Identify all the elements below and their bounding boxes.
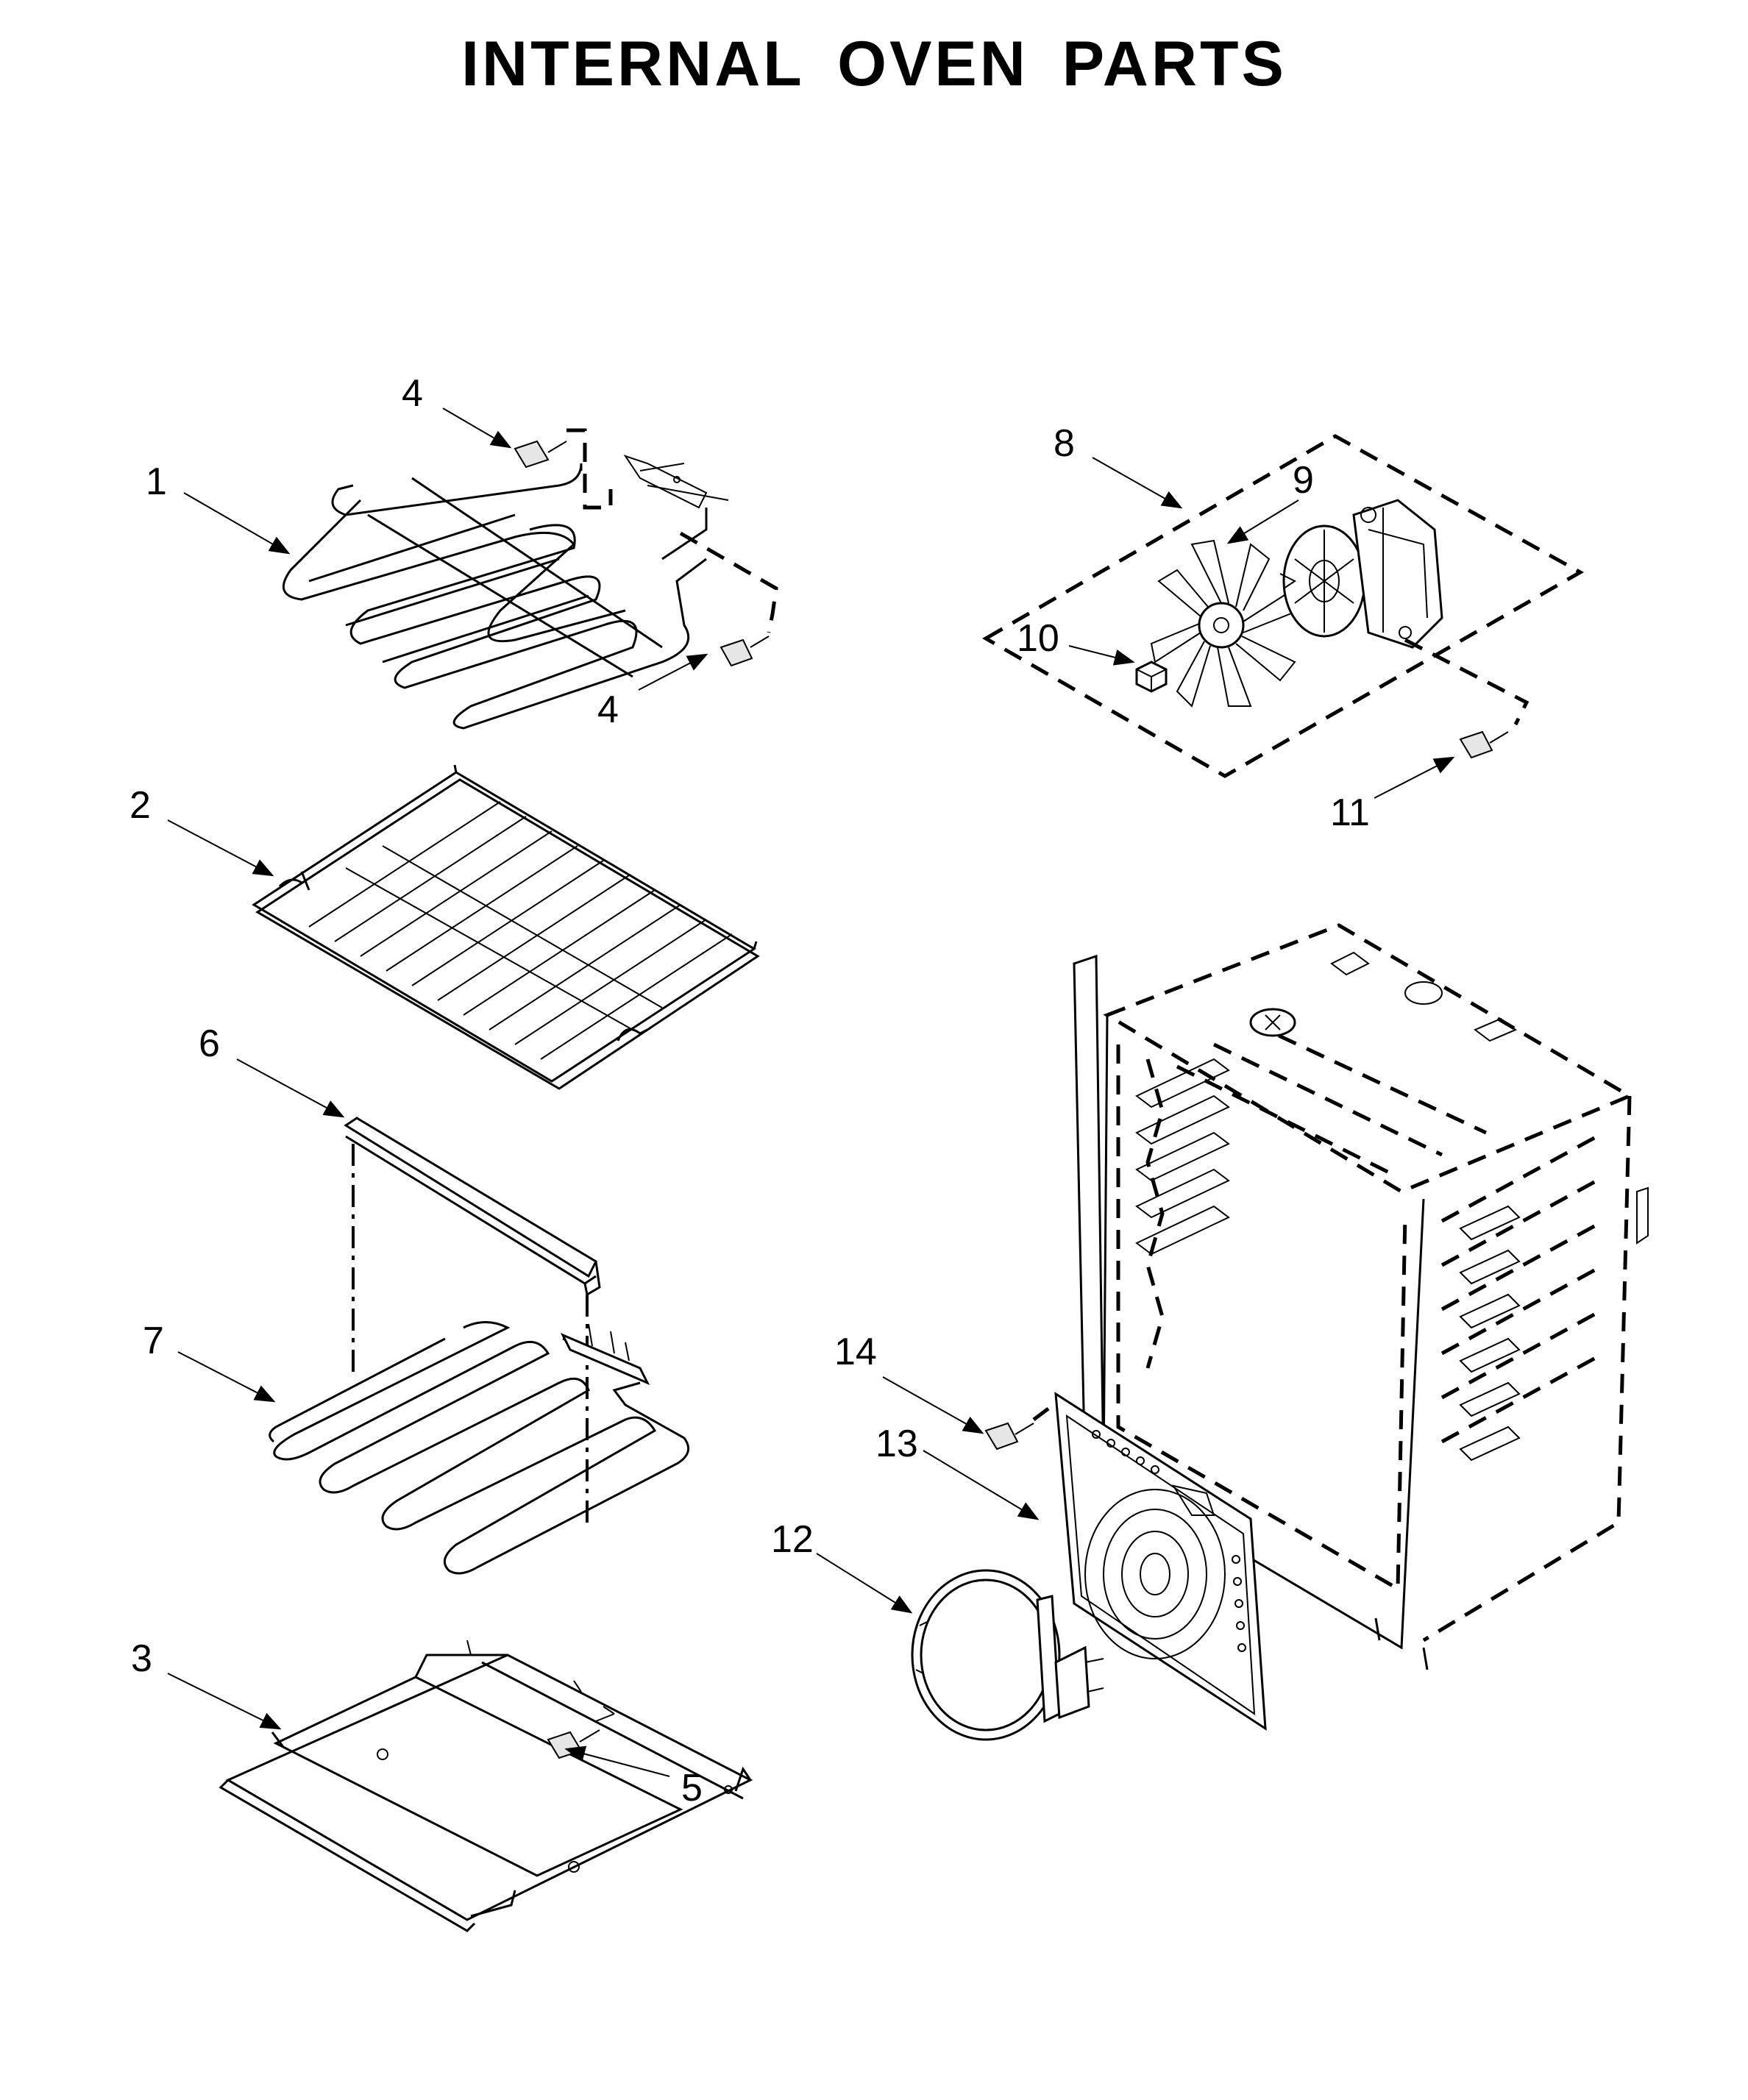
callout-6: 6	[199, 1022, 220, 1065]
screw-4-bottom	[679, 531, 778, 667]
convection-element-part-12	[911, 1569, 1104, 1741]
callout-arrows	[167, 407, 1455, 1777]
fan-blade-part-9	[1150, 539, 1300, 708]
fan-motor-part	[1279, 499, 1443, 649]
broil-element-loops	[283, 477, 708, 730]
callout-1: 1	[146, 460, 167, 503]
broil-element-bracket	[623, 455, 708, 509]
bottom-panel-part	[218, 1640, 753, 1932]
callout-4-top: 4	[402, 372, 423, 415]
oven-rack-part	[252, 764, 760, 1090]
screw-5	[547, 1713, 615, 1759]
broil-element-part	[283, 455, 729, 730]
callout-2: 2	[129, 784, 151, 827]
callout-10: 10	[1017, 617, 1059, 660]
callout-11: 11	[1330, 791, 1370, 834]
screw-14	[984, 1407, 1050, 1451]
fan-cover-part-13	[1054, 1392, 1267, 1731]
callout-13: 13	[875, 1423, 918, 1465]
callout-labels: 1 2 3 4 4 5 6 7 8 9 10 11 12 13 14	[129, 372, 1370, 1809]
callout-7: 7	[143, 1320, 164, 1362]
callout-3: 3	[131, 1637, 152, 1680]
screw-11	[1404, 638, 1530, 759]
callout-4-bottom: 4	[597, 688, 619, 731]
page-title: INTERNAL OVEN PARTS	[461, 29, 1287, 99]
screw-4-top	[514, 428, 613, 510]
callout-8: 8	[1054, 422, 1075, 465]
oven-cavity	[1073, 923, 1649, 1670]
baffle-part	[344, 1117, 601, 1297]
callout-9: 9	[1293, 459, 1314, 502]
fan-nut-part-10	[1135, 661, 1168, 693]
bake-element-part	[269, 1321, 690, 1575]
fan-kit-boundary	[981, 434, 1585, 778]
callout-14: 14	[834, 1331, 877, 1373]
callout-5: 5	[681, 1767, 703, 1809]
callout-12: 12	[771, 1518, 814, 1561]
